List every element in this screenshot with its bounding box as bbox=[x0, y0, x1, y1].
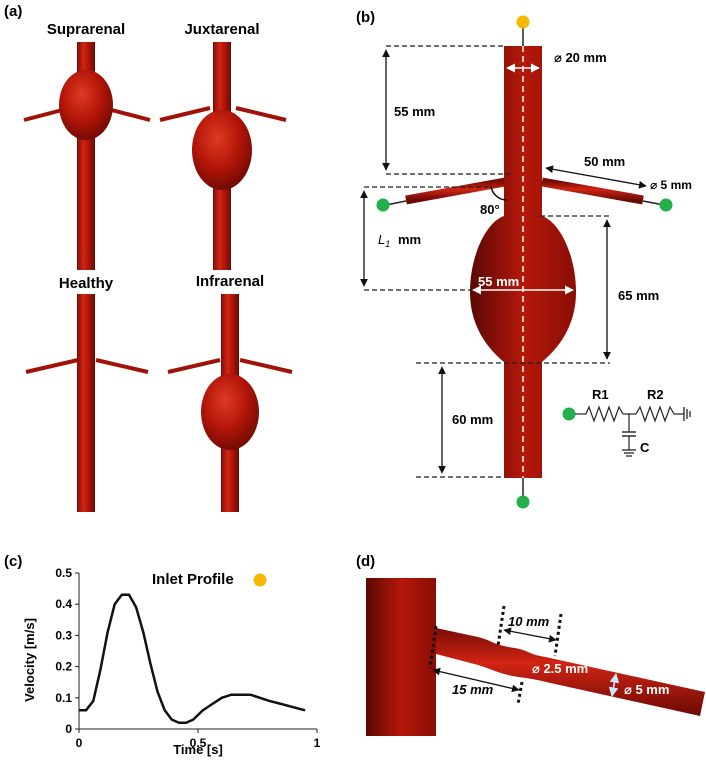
panel-c-label: (c) bbox=[4, 553, 22, 570]
guide-line bbox=[428, 625, 438, 669]
renal-branch-right bbox=[239, 358, 293, 374]
aneurysm-bulge bbox=[201, 374, 259, 450]
model-healthy: Healthy bbox=[25, 275, 149, 512]
stenosed-branch-vessel bbox=[436, 628, 705, 716]
series-line-inlet-profile bbox=[79, 593, 306, 725]
model-label-suprarenal: Suprarenal bbox=[47, 21, 125, 38]
y-ticks: 0 0.1 0.2 0.3 0.4 0.5 bbox=[55, 566, 79, 736]
panel-a: (a) Suprarenal Juxtarenal Healthy Infrar bbox=[4, 3, 293, 512]
y-tick-label: 0.4 bbox=[55, 597, 72, 611]
dim-angle: 80° bbox=[480, 202, 500, 217]
y-tick-label: 0.5 bbox=[55, 566, 72, 580]
circuit-label-r2: R2 bbox=[647, 387, 664, 402]
x-tick-label: 1 bbox=[314, 736, 321, 750]
model-suprarenal: Suprarenal bbox=[23, 21, 151, 270]
dim-arrow-10mm bbox=[503, 627, 557, 643]
aorta-wall bbox=[366, 578, 436, 736]
y-tick-label: 0.3 bbox=[55, 628, 72, 642]
model-label-juxtarenal: Juxtarenal bbox=[184, 21, 259, 38]
dim-aneurysm-len: 65 mm bbox=[618, 288, 659, 303]
renal-branch-right bbox=[235, 106, 287, 122]
guide-line bbox=[553, 613, 563, 657]
aorta-tube bbox=[77, 294, 95, 512]
angle-arc bbox=[490, 185, 508, 201]
circuit-node bbox=[562, 407, 576, 421]
resistor-r1 bbox=[585, 405, 624, 423]
dim-diam-aorta: ⌀ 20 mm bbox=[554, 50, 607, 65]
outlet-marker-bottom bbox=[516, 495, 530, 509]
model-label-healthy: Healthy bbox=[59, 275, 114, 292]
dim-upper-len: 55 mm bbox=[394, 104, 435, 119]
y-tick-label: 0 bbox=[65, 722, 72, 736]
x-axis-label: Time [s] bbox=[173, 742, 223, 757]
aneurysm-bulge bbox=[59, 70, 113, 140]
outlet-marker-right bbox=[659, 198, 673, 212]
dim-diam-5mm: ⌀ 5 mm bbox=[624, 682, 669, 697]
dim-aneurysm-diam: 55 mm bbox=[478, 274, 519, 289]
dim-branch-len: 50 mm bbox=[584, 154, 625, 169]
panel-b: (b) ⌀ 20 mm 55 mm 50 mm ⌀ 5 mm 80° bbox=[356, 9, 692, 509]
dim-lower-len: 60 mm bbox=[452, 412, 493, 427]
y-tick-label: 0.1 bbox=[55, 691, 72, 705]
dim-arrow-branch bbox=[545, 165, 647, 189]
panel-b-label: (b) bbox=[356, 9, 375, 26]
panel-a-label: (a) bbox=[4, 3, 22, 20]
x-tick-label: 0.5 bbox=[190, 736, 207, 750]
x-tick-label: 0 bbox=[76, 736, 83, 750]
circuit-label-c: C bbox=[640, 440, 650, 455]
aneurysm-bulge bbox=[192, 110, 252, 190]
legend-marker bbox=[253, 573, 267, 587]
circuit-label-r1: R1 bbox=[592, 387, 609, 402]
dim-l1-unit: mm bbox=[398, 232, 421, 247]
dim-15mm: 15 mm bbox=[452, 682, 494, 697]
y-axis-label: Velocity [m/s] bbox=[22, 618, 37, 702]
panel-d: (d) 10 mm 15 mm ⌀ 2.5 mm ⌀ 5 mm bbox=[356, 553, 705, 736]
dim-diam-branch: ⌀ 5 mm bbox=[650, 178, 692, 192]
renal-branch-left bbox=[405, 177, 506, 205]
model-infrarenal: Infrarenal bbox=[167, 273, 293, 512]
outlet-marker-left bbox=[376, 198, 390, 212]
renal-branch-left bbox=[167, 358, 221, 374]
dim-arrow-15mm bbox=[432, 667, 520, 693]
y-tick-label: 0.2 bbox=[55, 660, 72, 674]
guide-line bbox=[516, 681, 524, 705]
model-label-infrarenal: Infrarenal bbox=[196, 273, 264, 290]
windkessel-circuit: R1 R2 C bbox=[562, 387, 691, 457]
model-juxtarenal: Juxtarenal bbox=[159, 21, 287, 270]
resistor-r2 bbox=[635, 405, 675, 423]
renal-branch-left bbox=[25, 358, 79, 374]
diameter-arrow bbox=[608, 673, 620, 697]
inlet-marker bbox=[516, 15, 530, 29]
dim-l1-symbol: L1 bbox=[378, 232, 390, 249]
renal-branch-right bbox=[541, 177, 644, 205]
renal-branch-left bbox=[159, 106, 211, 122]
dim-10mm: 10 mm bbox=[508, 614, 550, 629]
panel-d-label: (d) bbox=[356, 553, 375, 570]
legend-label: Inlet Profile bbox=[152, 571, 234, 588]
renal-branch-right bbox=[95, 358, 149, 374]
dim-diam-2-5mm: ⌀ 2.5 mm bbox=[532, 661, 588, 676]
guide-line bbox=[496, 605, 506, 647]
